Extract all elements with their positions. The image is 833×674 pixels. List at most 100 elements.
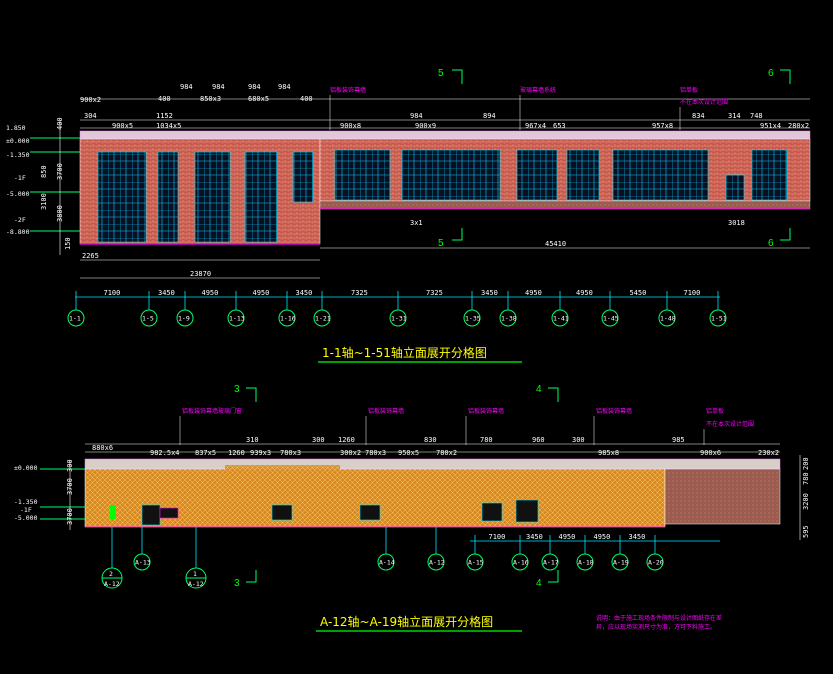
- top-dim: 834: [692, 112, 705, 120]
- axis-bubble: [709, 309, 727, 327]
- annotation-aluminum-panel: 铝单板: [680, 86, 698, 94]
- left-dim-3800: 3800: [56, 205, 64, 222]
- lower-top-dim: 837x5: [195, 449, 216, 457]
- span-dim: 7100: [489, 533, 506, 541]
- axis-label: A-12: [429, 559, 445, 567]
- axis-bubble: [389, 309, 407, 327]
- section-mark: 6: [768, 238, 774, 249]
- top-dim: 400: [300, 95, 313, 103]
- lower-top-dim: 780x3: [365, 449, 386, 457]
- lower-right-dim: 200: [802, 457, 810, 470]
- upper-left-dims: 400 3700 3800 150 850 3100: [40, 117, 72, 255]
- span-dim: 3450: [526, 533, 543, 541]
- axis-bubble: [466, 553, 484, 571]
- axis-bubble: [377, 553, 395, 571]
- lower-top-dim: 939x3: [250, 449, 271, 457]
- axis-label: A-16: [513, 559, 529, 567]
- lower-left-dim: 3700: [66, 508, 74, 525]
- annotation-glass-curtain: 玻璃幕墙系统: [520, 86, 556, 94]
- lower-level-5000: -5.000: [14, 514, 38, 522]
- lower-level-1350: -1.350: [14, 498, 38, 506]
- lower-right-dims: 200 780 3200 595: [799, 455, 810, 540]
- axis-label: 1-35: [465, 315, 481, 323]
- axis-bubble: [576, 553, 594, 571]
- upper-section-marks: 5 6 5 6: [438, 68, 791, 249]
- top-dim: 900x2: [80, 96, 101, 104]
- span-dim: 4950: [253, 289, 270, 297]
- lower-left-dims: 300 3700 3700: [66, 459, 74, 530]
- level-8800: -8.800: [6, 228, 30, 236]
- span-dim: 7100: [684, 289, 701, 297]
- lower-top-dims: 880x6 982.5x4 837x5 1260 939x3 780x3 300…: [92, 436, 779, 457]
- left-dim-150: 150: [64, 237, 72, 250]
- lower-elevation: ±0.000 -1.350 -1F -5.000 300 3700 3700 2…: [14, 384, 810, 632]
- axis-bubble: [541, 553, 559, 571]
- lower-annotation: 不在本次设计范围: [706, 420, 754, 428]
- span-dim: 7100: [104, 289, 121, 297]
- upper-bottom-dims: 2265 23870 3x1 45410 3018: [80, 219, 810, 279]
- top-dim: 400: [158, 95, 171, 103]
- top-dim: 984: [410, 112, 423, 120]
- lower-top-dim: 880x6: [92, 444, 113, 452]
- axis-bubble: [511, 553, 529, 571]
- axis-label: A-18: [578, 559, 594, 567]
- axis-bubble: [601, 309, 619, 327]
- lower-top-dim: 982.5x4: [150, 449, 180, 457]
- lower-right-dim: 595: [802, 525, 810, 538]
- lower-top-dim: 1260: [338, 436, 355, 444]
- lower-left-dim: 300: [66, 459, 74, 472]
- grid-bubble-sub: A-12: [104, 580, 120, 588]
- axis-label: 1-48: [660, 315, 676, 323]
- lower-annotation: 铝板装饰幕墙: [596, 407, 632, 415]
- bottom-dim: 3018: [728, 219, 745, 227]
- span-dim: 3450: [629, 533, 646, 541]
- upper-levels: 1.850 ±0.000 -1.350 -1F -5.000 -2F -8.80…: [6, 124, 80, 236]
- level-floor-1f: -1F: [14, 174, 26, 182]
- span-dim: 7325: [426, 289, 443, 297]
- lower-top-dim: 900x6: [700, 449, 721, 457]
- top-dim: 680x5: [248, 95, 269, 103]
- lower-section-marks: 3 4 3 4: [234, 384, 559, 589]
- grid-bubble-sub: A-12: [188, 580, 204, 588]
- upper-annotations: 铝板装饰幕墙 玻璃幕墙系统 铝单板 不在本次设计范围: [329, 86, 728, 130]
- top-dim: 1034x5: [156, 122, 181, 130]
- top-dim: 304: [84, 112, 97, 120]
- span-dim: 3450: [158, 289, 175, 297]
- span-dim: 4950: [559, 533, 576, 541]
- level-5000: -5.000: [6, 190, 30, 198]
- lower-top-dim: 230x2: [758, 449, 779, 457]
- top-dim: 1152: [156, 112, 173, 120]
- axis-label: 1-31: [391, 315, 407, 323]
- top-dim: 653: [553, 122, 566, 130]
- axis-bubble: [463, 309, 481, 327]
- lower-top-dim: 1260: [228, 449, 245, 457]
- axis-label: A-15: [468, 559, 484, 567]
- level-1350: -1.350: [6, 151, 30, 159]
- top-dim: 984: [212, 83, 225, 91]
- axis-label: 1-13: [229, 315, 245, 323]
- axis-bubble: [176, 309, 194, 327]
- left-dim-400: 400: [56, 117, 64, 130]
- grid-bubble-num: 2: [109, 570, 113, 578]
- top-dim: 984: [248, 83, 261, 91]
- axis-bubble: [313, 309, 331, 327]
- lower-top-dim: 300: [572, 436, 585, 444]
- axis-bubble: [133, 553, 151, 571]
- top-dim: 967x4: [525, 122, 546, 130]
- axis-label: 1-21: [315, 315, 331, 323]
- axis-label: 1-45: [603, 315, 619, 323]
- lower-annotation: 铝单板: [706, 407, 724, 415]
- lower-top-dim: 300: [312, 436, 325, 444]
- lower-top-dim: 985x8: [598, 449, 619, 457]
- lower-annotation: 铝板装饰幕墙: [468, 407, 504, 415]
- lower-level-floor-1f: -1F: [20, 506, 32, 514]
- top-dim: 850x3: [200, 95, 221, 103]
- span-dim: 7325: [351, 289, 368, 297]
- axis-bubble: [646, 553, 664, 571]
- section-mark: 3: [234, 384, 240, 395]
- lower-annotation: 铝板装饰幕墙: [368, 407, 404, 415]
- axis-bubble: [67, 309, 85, 327]
